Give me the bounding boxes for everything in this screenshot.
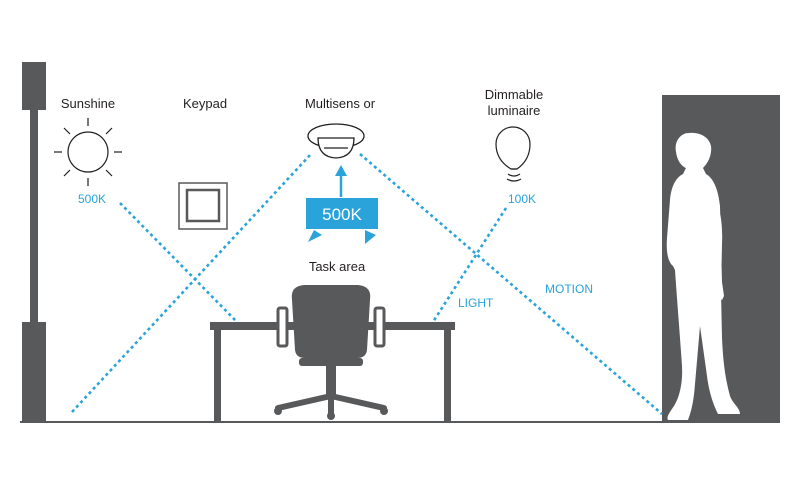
right-arrow-icon <box>365 230 376 244</box>
left-arrow-icon <box>308 230 322 242</box>
sunlight-beam <box>119 202 238 323</box>
sunshine-label: Sunshine <box>61 96 115 111</box>
multisensor-icon <box>307 123 365 159</box>
window-column <box>22 62 46 422</box>
light-beams <box>71 153 663 415</box>
sun-reading: 500K <box>78 192 106 206</box>
sensor-reading-chip <box>306 198 378 229</box>
light-label: LIGHT <box>458 296 494 310</box>
luminaire-reading: 100K <box>508 192 536 206</box>
office-chair-icon <box>274 285 388 420</box>
dimmable-luminaire-label-line2: luminaire <box>488 103 541 118</box>
bulb-icon <box>495 126 531 182</box>
sensor-reading: 500K <box>322 205 362 224</box>
motion-label: MOTION <box>545 282 593 296</box>
task-area-label: Task area <box>309 259 366 274</box>
person-icon <box>666 132 740 420</box>
luminaire-beam <box>431 207 508 323</box>
dimmable-luminaire-label-line1: Dimmable <box>485 87 544 102</box>
sun-icon <box>54 118 122 186</box>
keypad-icon <box>178 182 228 230</box>
up-arrow-icon <box>335 165 347 197</box>
sensor-left-beam <box>71 153 312 413</box>
multisensor-label: Multisens or <box>305 96 376 111</box>
sensor-right-beam <box>359 153 663 415</box>
keypad-label: Keypad <box>183 96 227 111</box>
